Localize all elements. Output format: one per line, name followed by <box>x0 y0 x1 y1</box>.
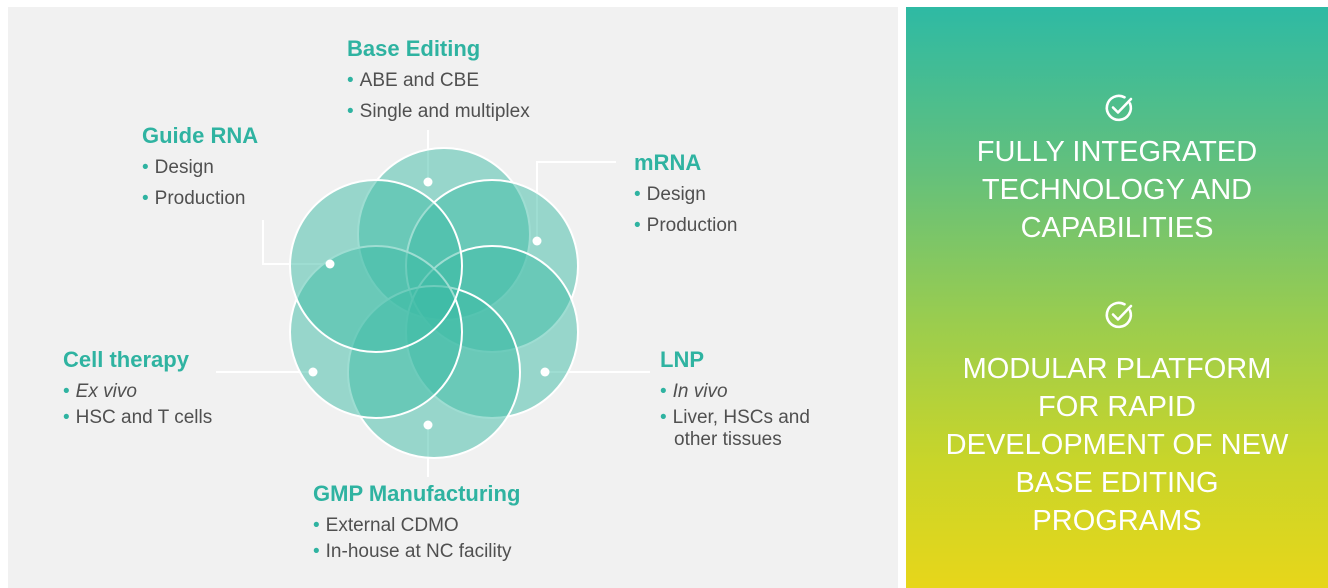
check-circle-icon <box>1105 94 1133 122</box>
statement-fully-integrated: FULLY INTEGRATED TECHNOLOGY AND CAPABILI… <box>976 136 1258 244</box>
item-other-tissues: other tissues <box>674 429 782 450</box>
item-text: HSC and T cells <box>75 407 213 428</box>
bullet: • <box>142 157 149 178</box>
bullet: • <box>634 215 641 236</box>
item-abe-cbe: •ABE and CBE <box>347 69 530 93</box>
item-design: •Design <box>142 156 258 180</box>
summary-panel: FULLY INTEGRATED TECHNOLOGY AND CAPABILI… <box>906 7 1328 588</box>
item-text: Production <box>154 188 246 209</box>
check-circle-icon <box>1105 301 1133 329</box>
item-liver-hscs: •Liver, HSCs and <box>660 406 810 430</box>
bullet: • <box>660 381 667 402</box>
item-text: External CDMO <box>325 515 459 536</box>
bullet: • <box>347 70 354 91</box>
block-gmp: GMP Manufacturing •External CDMO •In-hou… <box>313 481 520 564</box>
block-lnp: LNP •In vivo •Liver, HSCs and other tiss… <box>660 347 810 452</box>
circle-guide-rna <box>289 179 463 353</box>
venn-diagram <box>216 130 650 477</box>
bullet: • <box>313 541 320 562</box>
statement-modular-platform: MODULAR PLATFORM FOR RAPID DEVELOPMENT O… <box>945 353 1289 537</box>
item-text: Liver, HSCs and <box>672 407 810 428</box>
item-text: ABE and CBE <box>359 70 479 91</box>
dot-mrna <box>532 236 542 246</box>
item-text: Design <box>154 157 214 178</box>
title-gmp: GMP Manufacturing <box>313 481 521 506</box>
bullet: • <box>142 188 149 209</box>
item-text: Ex vivo <box>75 381 137 402</box>
item-text: Design <box>646 184 706 205</box>
item-text: In-house at NC facility <box>325 541 512 562</box>
item-design: •Design <box>634 183 738 207</box>
connector-dots <box>308 177 550 430</box>
item-text: In vivo <box>672 381 728 402</box>
item-external-cdmo: •External CDMO <box>313 514 520 538</box>
bullet: • <box>660 407 667 428</box>
block-cell-therapy: Cell therapy •Ex vivo •HSC and T cells <box>63 347 212 430</box>
item-text: Single and multiplex <box>359 101 530 122</box>
dot-base-editing <box>423 177 433 187</box>
dot-lnp <box>540 367 550 377</box>
venn-circles <box>289 147 579 459</box>
block-mrna: mRNA •Design •Production <box>634 150 738 238</box>
block-base-editing: Base Editing •ABE and CBE •Single and mu… <box>347 36 530 124</box>
item-production: •Production <box>634 214 738 238</box>
dot-gmp <box>423 420 433 430</box>
title-lnp: LNP <box>660 347 704 372</box>
title-guide-rna: Guide RNA <box>142 123 259 148</box>
bullet: • <box>634 184 641 205</box>
title-base-editing: Base Editing <box>347 36 481 61</box>
item-single-multiplex: •Single and multiplex <box>347 100 530 124</box>
bullet: • <box>313 515 320 536</box>
item-ex-vivo: •Ex vivo <box>63 380 212 404</box>
bullet: • <box>63 381 70 402</box>
dot-guide-rna <box>325 259 335 269</box>
item-text: Production <box>646 215 738 236</box>
bullet: • <box>347 101 354 122</box>
block-guide-rna: Guide RNA •Design •Production <box>142 123 258 211</box>
dot-cell-therapy <box>308 367 318 377</box>
title-cell-therapy: Cell therapy <box>63 347 189 372</box>
item-in-vivo: •In vivo <box>660 380 810 404</box>
bullet: • <box>63 407 70 428</box>
item-production: •Production <box>142 187 258 211</box>
item-hsc-t-cells: •HSC and T cells <box>63 406 212 430</box>
item-in-house: •In-house at NC facility <box>313 540 520 564</box>
title-mrna: mRNA <box>634 150 702 175</box>
